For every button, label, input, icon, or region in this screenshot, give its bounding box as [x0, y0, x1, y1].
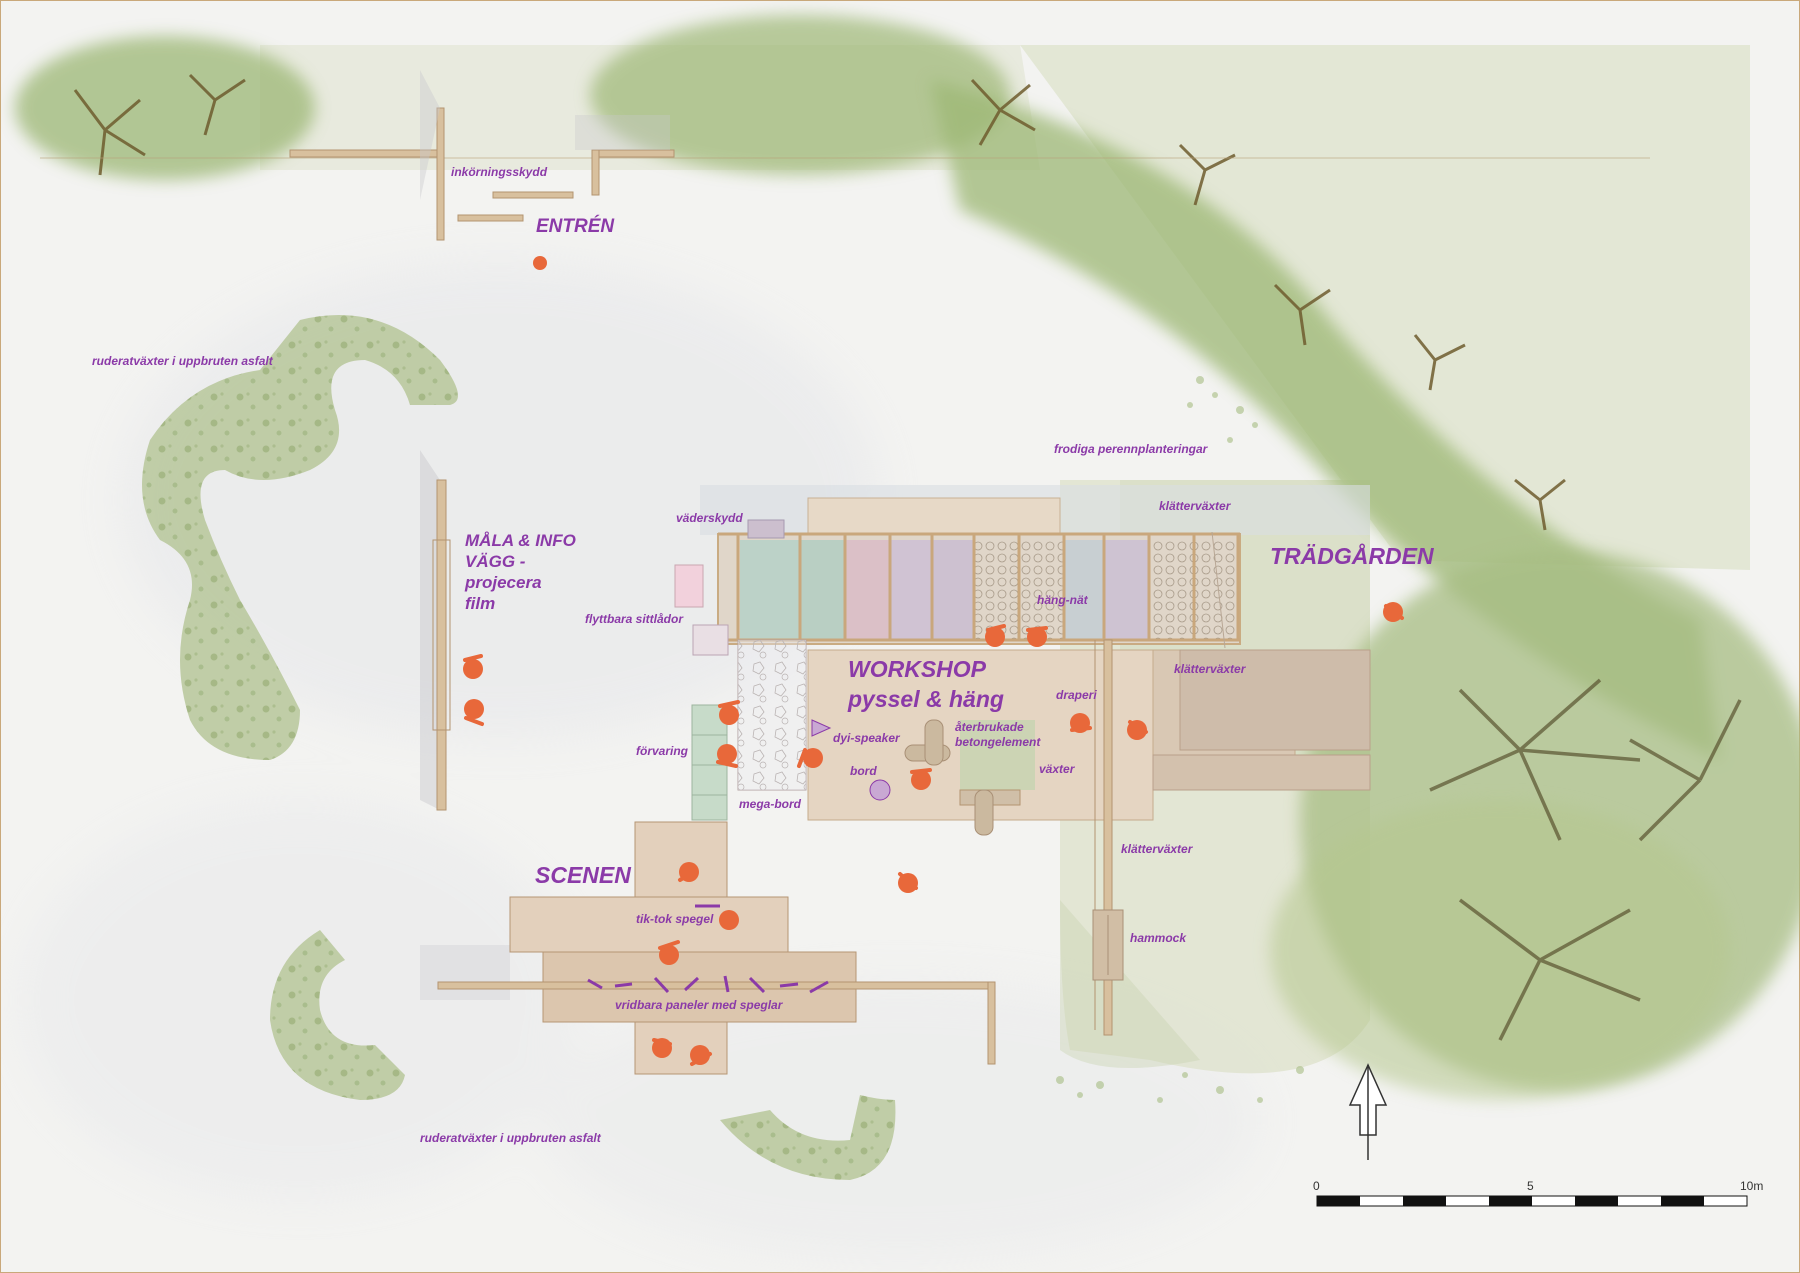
label-klattervaxter-3: klätterväxter — [1121, 842, 1193, 856]
label-inkorningsskydd: inkörningsskydd — [451, 165, 548, 179]
stage-platform[interactable] — [420, 821, 996, 1075]
shrub-dots — [1056, 376, 1304, 1103]
north-arrow-icon — [1348, 1063, 1388, 1160]
scale-label-0: 0 — [1313, 1179, 1320, 1193]
planting-bed-left — [142, 315, 458, 760]
label-frodiga: frodiga perennplanteringar — [1054, 442, 1208, 456]
label-hang-nat: häng-nät — [1037, 593, 1088, 607]
label-ruderat-top: ruderatväxter i uppbruten asfalt — [92, 354, 273, 368]
label-draperi: draperi — [1056, 688, 1097, 702]
label-vridbara-paneler: vridbara paneler med speglar — [615, 998, 783, 1012]
scale-label-10m: 10m — [1740, 1179, 1764, 1193]
label-workshop: WORKSHOP pyssel & häng — [848, 656, 1004, 712]
label-ruderat-bottom: ruderatväxter i uppbruten asfalt — [420, 1131, 601, 1145]
label-tradgarden: TRÄDGÅRDEN — [1270, 543, 1434, 569]
entrance-barriers[interactable] — [289, 70, 675, 241]
label-entren: ENTRÉN — [536, 216, 615, 237]
label-vaderskydd: väderskydd — [676, 511, 743, 525]
planting-bed-bottom-left — [270, 930, 405, 1100]
label-flyttbara-sittlador: flyttbara sittlådor — [585, 612, 684, 626]
scale-label-5: 5 — [1527, 1179, 1534, 1193]
planting-bed-bottom — [720, 1095, 896, 1180]
label-klattervaxter-2: klätterväxter — [1174, 662, 1246, 676]
label-dyi-speaker: dyi-speaker — [833, 731, 900, 745]
label-forvaring: förvaring — [636, 744, 689, 758]
workshop-pavilion[interactable] — [674, 485, 1371, 1036]
label-aterbrukade-betongelement: återbrukade betongelement — [955, 720, 1041, 749]
tree-row-top — [15, 15, 1800, 1100]
label-hammock: hammock — [1130, 931, 1187, 945]
scale-bar — [1316, 1195, 1748, 1207]
label-scenen: SCENEN — [535, 862, 631, 888]
label-tik-tok-spegel: tik-tok spegel — [636, 912, 714, 926]
label-klattervaxter-1: klätterväxter — [1159, 499, 1231, 513]
label-bord: bord — [850, 764, 877, 778]
person-figure-icon — [463, 256, 1403, 1065]
paint-info-wall[interactable] — [420, 450, 451, 811]
label-vaxter: växter — [1039, 762, 1075, 776]
label-maala-info-vagg: MÅLA & INFO VÄGG - projecera film — [465, 531, 576, 613]
label-mega-bord: mega-bord — [739, 797, 802, 811]
